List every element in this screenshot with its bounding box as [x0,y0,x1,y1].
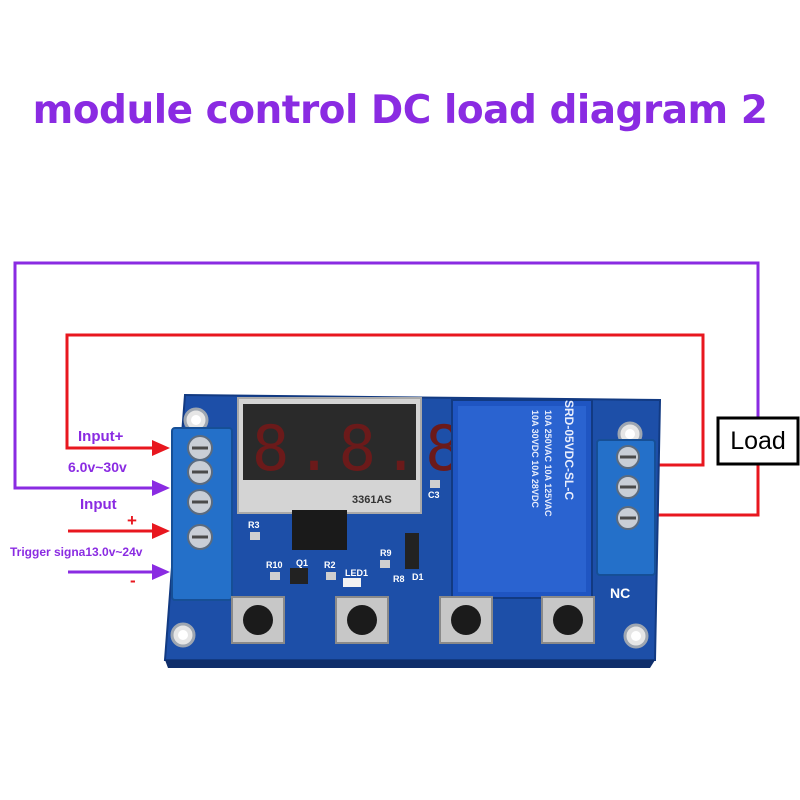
pcb-edge [165,660,655,668]
silkscreen-label: C3 [428,490,440,500]
display-model-label: 3361AS [352,494,392,506]
diode [405,533,419,569]
left-terminal-block [171,427,233,601]
silkscreen-label: D1 [412,572,424,582]
relay-rating-1: 10A 250VAC 10A 125VAC [543,410,553,517]
minus-sign-label: - [130,571,136,590]
silkscreen-label: Q1 [296,558,308,568]
led [343,578,361,587]
right-terminal-block [596,439,656,576]
silkscreen-label: R8 [393,574,405,584]
silkscreen-label: LED1 [345,568,368,578]
load-box: Load [716,416,800,466]
relay-rating-2: 10A 30VDC 10A 28VDC [530,410,540,508]
silkscreen-label: R3 [248,520,260,530]
resistor [250,532,260,540]
mounting-hole-icon [170,622,196,648]
arrow-input-plus [67,440,170,456]
input-plus-label: Input+ [78,428,124,445]
arrow-trigger-plus [68,523,170,539]
silkscreen-label: R2 [324,560,336,570]
mounting-hole-icon [183,407,209,433]
plus-sign-label: + [127,511,137,530]
voltage-range-label: 6.0v~30v [68,459,127,475]
trigger-label: Trigger signa13.0v~24v [10,545,143,559]
relay-model-label: SRD-05VDC-SL-C [562,400,576,500]
resistor [270,572,280,580]
silkscreen-label: R9 [380,548,392,558]
optocoupler-chip [292,510,347,550]
resistor [326,572,336,580]
silkscreen-label: R10 [266,560,283,570]
nc-label: NC [610,585,630,601]
seven-segment-display: 8.8.8 3361AS [237,397,469,514]
arrow-input-minus [15,480,170,496]
svg-text:8.8.8: 8.8.8 [252,412,469,485]
push-button[interactable] [335,596,389,644]
mounting-hole-icon [623,623,649,649]
resistor [380,560,390,568]
push-button[interactable] [231,596,285,644]
red-wire-load-return [640,464,760,517]
push-button[interactable] [541,596,595,644]
push-button[interactable] [439,596,493,644]
arrow-trigger-minus [68,564,170,580]
transistor [290,568,308,584]
load-label: Load [730,427,786,455]
capacitor [430,480,440,488]
input-minus-label: Input [80,496,117,513]
relay: SRD-05VDC-SL-C 10A 250VAC 10A 125VAC 10A… [451,399,593,599]
page-title: module control DC load diagram 2 [32,88,768,133]
